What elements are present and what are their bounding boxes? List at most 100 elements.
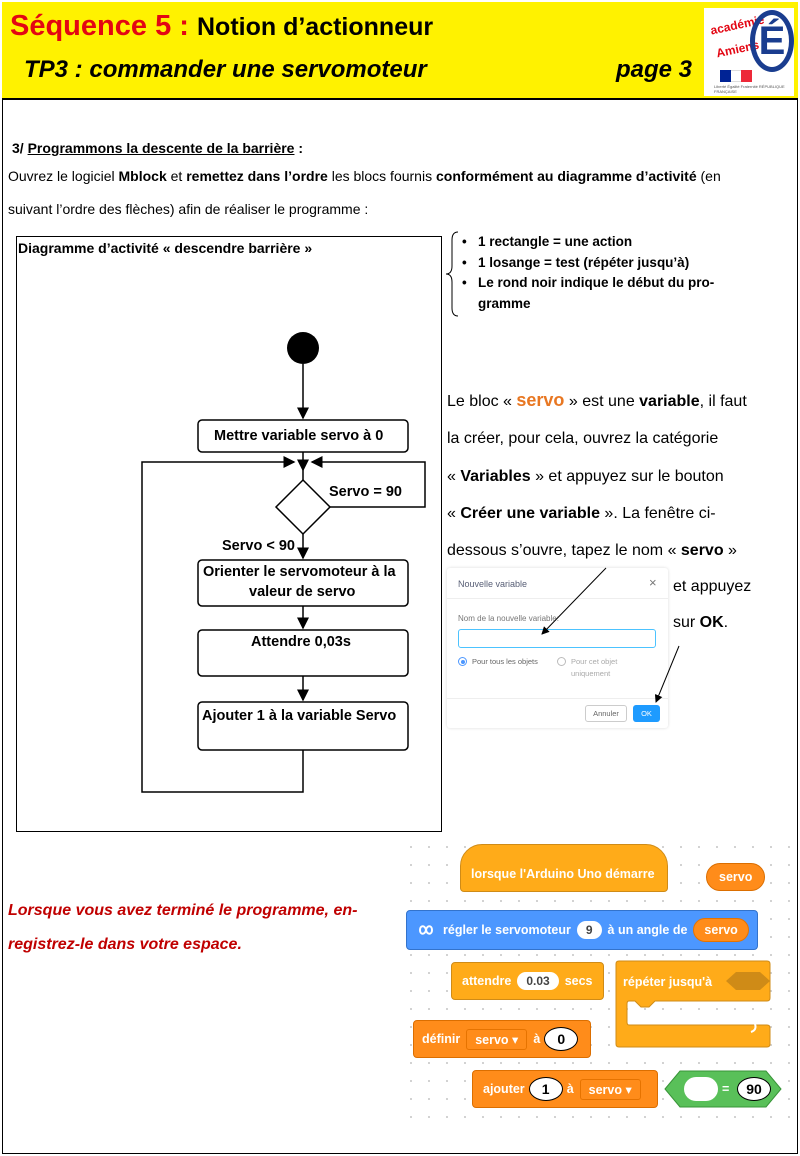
- expl-text: sur: [673, 614, 700, 631]
- explanation-line-7: sur OK.: [673, 614, 728, 632]
- expl-text: , il faut: [699, 393, 747, 410]
- radio-this-object[interactable]: [557, 657, 566, 666]
- equals-left-slot: [684, 1077, 718, 1101]
- activity-diagram-frame: [16, 236, 442, 832]
- expl-variables: Variables: [460, 468, 531, 485]
- radio-all-objects[interactable]: [458, 657, 467, 666]
- servo-block-label: régler le servomoteur: [443, 923, 571, 937]
- intro-text: et: [166, 168, 187, 184]
- diagram-condition: Servo = 90: [329, 484, 402, 500]
- set-variable-dropdown[interactable]: servo ▾: [466, 1028, 528, 1050]
- wait-block-label: attendre: [462, 974, 512, 988]
- diagram-title: Diagramme d’activité « descendre barrièr…: [18, 240, 313, 256]
- change-value-input[interactable]: 1: [528, 1077, 563, 1101]
- page-number: page 3: [616, 56, 693, 83]
- condition-slot: [726, 972, 770, 990]
- new-variable-dialog: Nouvelle variable × Nom de la nouvelle v…: [447, 568, 668, 728]
- loop-exit-line: [310, 456, 426, 508]
- expl-text: » est une: [564, 393, 640, 410]
- servo-pin-input[interactable]: 9: [576, 921, 602, 939]
- curly-brace-icon: [445, 231, 459, 317]
- sequence-heading: Séquence 5 : Notion d’actionneur: [10, 10, 433, 43]
- dialog-divider: [447, 698, 668, 699]
- diagram-step-1: Mettre variable servo à 0: [214, 428, 384, 444]
- radio-all-objects-label: Pour tous les objets: [472, 657, 538, 666]
- explanation-line-1: Le bloc « servo » est une variable, il f…: [447, 390, 747, 411]
- ok-button[interactable]: OK: [633, 705, 660, 722]
- loop-arrow-icon: [750, 1023, 757, 1033]
- diagram-branch-label: Servo < 90: [222, 538, 295, 554]
- hat-block-arduino-start[interactable]: lorsque l'Arduino Uno démarre: [460, 844, 668, 892]
- tp-title: TP3 : commander une servomoteur: [24, 56, 427, 83]
- intro-line-2: suivant l’ordre des flèches) afin de réa…: [8, 201, 369, 217]
- radio-this-object-label-2: uniquement: [571, 669, 611, 678]
- expl-servo: servo: [516, 390, 565, 410]
- start-node: [287, 332, 319, 364]
- diagram-step-2-line-2: valeur de servo: [249, 584, 356, 600]
- wait-seconds-input[interactable]: 0.03: [517, 972, 559, 990]
- set-block-label: définir: [422, 1032, 461, 1046]
- explanation-line-5: dessous s’ouvre, tapez le nom « servo »: [447, 542, 737, 560]
- infinity-icon: [418, 925, 434, 935]
- intro-reorder: remettez dans l’ordre: [186, 168, 328, 184]
- servo-set-angle-block[interactable]: régler le servomoteur 9 à un angle de se…: [406, 910, 758, 950]
- equals-right-input[interactable]: 90: [737, 1077, 771, 1101]
- change-variable-dropdown[interactable]: servo ▾: [579, 1078, 641, 1100]
- closing-line-1: Lorsque vous avez terminé le programme, …: [8, 902, 358, 919]
- sequence-number: 5: [155, 10, 172, 42]
- decision-diamond: [274, 478, 332, 536]
- legend-item: 1 rectangle = une action: [462, 232, 714, 253]
- expl-text: Le bloc «: [447, 393, 517, 410]
- expl-text: .: [723, 614, 729, 631]
- sequence-colon: :: [179, 10, 189, 42]
- repeat-until-label-wrap: répéter jusqu'à: [623, 972, 712, 992]
- expl-text: ». La fenêtre ci-: [599, 505, 716, 522]
- close-icon[interactable]: ×: [649, 575, 657, 590]
- dialog-field-label: Nom de la nouvelle variable:: [458, 614, 559, 623]
- expl-text: «: [447, 468, 461, 485]
- expl-text: » et appuyez sur le bouton: [530, 468, 724, 485]
- intro-text: Ouvrez le logiciel: [8, 168, 119, 184]
- dialog-divider: [447, 598, 668, 599]
- legend-item: Le rond noir indique le début du pro-: [462, 273, 714, 294]
- academie-logo: académie Amiens É Liberté Égalité Frater…: [704, 8, 794, 96]
- explanation-line-2: la créer, pour cela, ouvrez la catégorie: [447, 430, 719, 447]
- equals-sign-wrap: =: [722, 1078, 729, 1100]
- change-variable-block[interactable]: ajouter 1 à servo ▾: [472, 1070, 658, 1108]
- closing-line-2: registrez-le dans votre espace.: [8, 936, 242, 953]
- section-title-text: Programmons la descente de la barrière: [27, 140, 295, 156]
- variable-name-input[interactable]: [458, 629, 656, 648]
- variable-reporter-servo[interactable]: servo: [706, 863, 766, 891]
- legend-item: 1 losange = test (répéter jusqu’à): [462, 253, 714, 274]
- set-block-label-2: à: [533, 1032, 541, 1046]
- explanation-line-3: « Variables » et appuyez sur le bouton: [447, 468, 724, 486]
- notion-title: Notion d’actionneur: [197, 13, 434, 41]
- expl-variable: variable: [639, 393, 700, 410]
- change-block-label: ajouter: [483, 1082, 525, 1096]
- hat-block-label: lorsque l'Arduino Uno démarre: [471, 867, 655, 881]
- header-banner: Séquence 5 : Notion d’actionneur TP3 : c…: [2, 2, 798, 100]
- intro-text: (en: [696, 168, 721, 184]
- repeat-until-block-shape[interactable]: [615, 960, 771, 1050]
- expl-text: dessous s’ouvre, tapez le nom «: [447, 542, 681, 559]
- set-variable-block[interactable]: définir servo ▾ à 0: [413, 1020, 592, 1058]
- wait-block[interactable]: attendre 0.03 secs: [451, 962, 604, 1000]
- diagram-step-3: Attendre 0,03s: [251, 634, 351, 650]
- cancel-button[interactable]: Annuler: [585, 705, 627, 722]
- section-title: 3/ Programmons la descente de la barrièr…: [12, 140, 303, 156]
- set-value-input[interactable]: 0: [544, 1027, 579, 1051]
- expl-text: «: [447, 505, 461, 522]
- equals-sign: =: [722, 1082, 730, 1096]
- servo-angle-variable[interactable]: servo: [693, 918, 749, 942]
- sequence-label: Séquence: [10, 10, 147, 42]
- intro-line-1: Ouvrez le logiciel Mblock et remettez da…: [8, 168, 721, 184]
- expl-servo-name: servo: [680, 542, 724, 559]
- expl-ok: OK: [699, 614, 724, 631]
- wait-block-label-2: secs: [564, 974, 593, 988]
- explanation-line-6: et appuyez: [673, 578, 752, 595]
- diagram-step-2-line-1: Orienter le servomoteur à la: [203, 564, 396, 580]
- logo-small-text: Liberté Égalité Fraternité RÉPUBLIQUE FR…: [714, 84, 785, 94]
- radio-this-object-label-1: Pour cet objet: [571, 657, 618, 666]
- explanation-line-4: « Créer une variable ». La fenêtre ci-: [447, 505, 716, 523]
